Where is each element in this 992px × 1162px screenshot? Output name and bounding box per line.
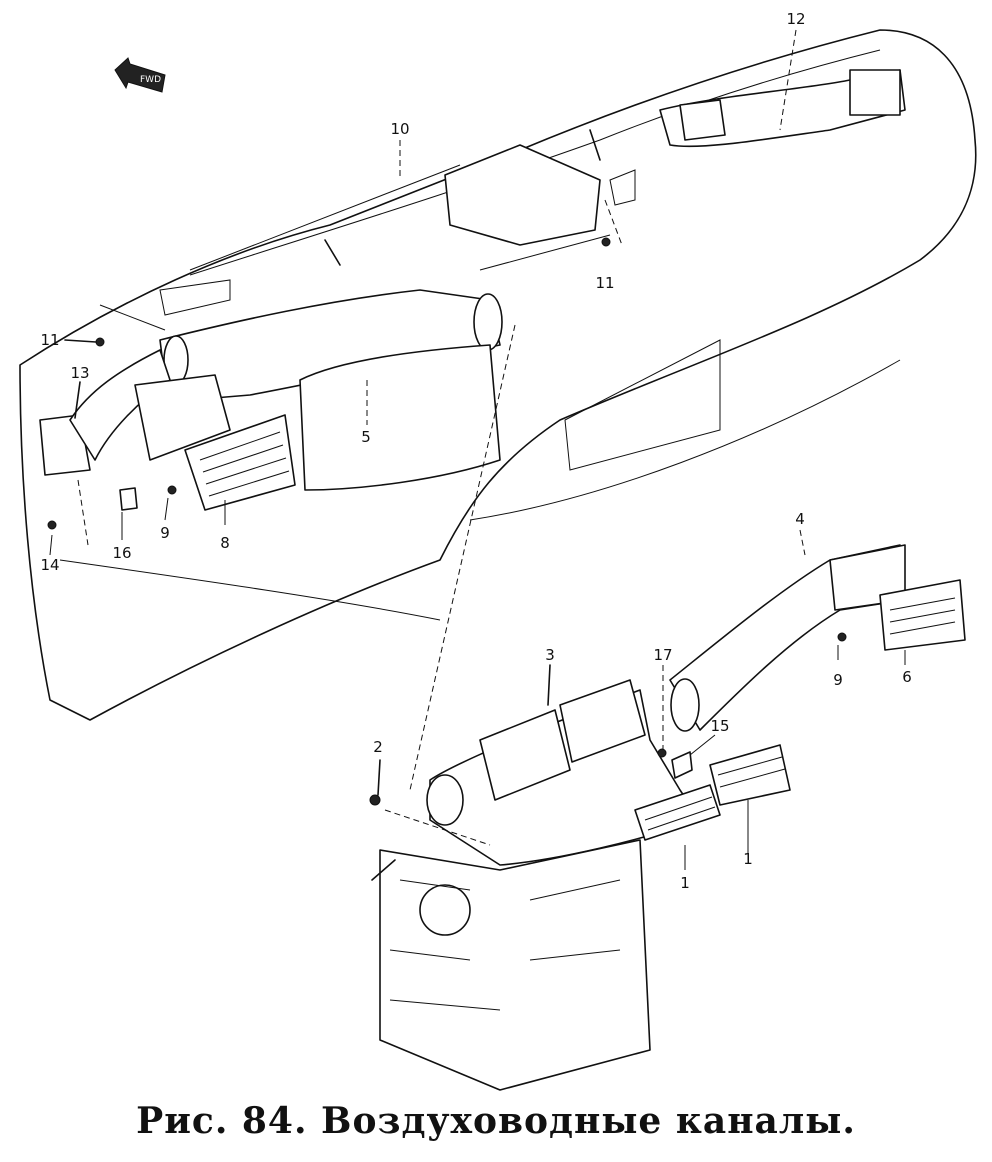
callout-8: 8 (220, 534, 230, 552)
air-duct-diagram: FWD 12 10 11 11 13 5 9 8 16 (19, 10, 977, 1091)
callout-4: 4 (795, 510, 805, 528)
callout-labels: 12 10 11 11 13 5 9 8 16 14 4 3 17 9 6 15… (40, 10, 911, 892)
callout-11-right: 11 (595, 274, 614, 292)
fwd-label: FWD (140, 75, 161, 85)
lower-vents (634, 744, 791, 841)
left-center-vent (134, 374, 296, 511)
callout-1-right: 1 (743, 850, 753, 868)
callout-11-left: 11 (40, 331, 59, 349)
callout-6: 6 (902, 668, 912, 686)
dashboard-outline (19, 29, 977, 721)
callout-15: 15 (710, 717, 729, 735)
fwd-arrow (114, 57, 166, 93)
upper-duct-assembly (39, 69, 906, 491)
callout-16: 16 (112, 544, 131, 562)
callout-10: 10 (390, 120, 409, 138)
callout-12: 12 (786, 10, 805, 28)
callout-9-right: 9 (833, 671, 843, 689)
callout-14: 14 (40, 556, 59, 574)
right-duct-and-vent (669, 544, 966, 732)
callout-1-left: 1 (680, 874, 690, 892)
callout-13: 13 (70, 364, 89, 382)
leader-lines (49, 29, 906, 870)
callout-5: 5 (361, 428, 371, 446)
fasteners (47, 237, 847, 806)
callout-9-left: 9 (160, 524, 170, 542)
callout-2: 2 (373, 738, 383, 756)
heater-unit (371, 679, 701, 1091)
figure-caption: Рис. 84. Воздуховодные каналы. (136, 1100, 856, 1142)
callout-3: 3 (545, 646, 555, 664)
callout-17: 17 (653, 646, 672, 664)
